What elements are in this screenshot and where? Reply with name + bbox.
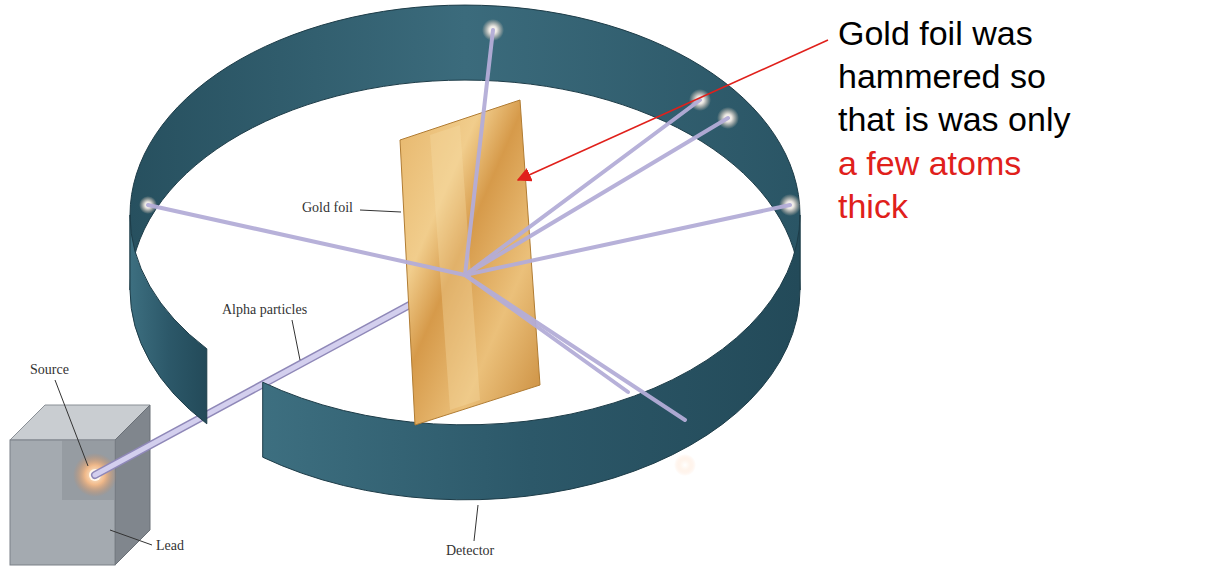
lead-block: [10, 405, 150, 565]
part-label: Lead: [154, 538, 186, 554]
scattered-beams: [148, 30, 790, 420]
callout-block: Gold foil was hammered so that is was on…: [838, 12, 1100, 228]
scintillation-spot-front: [674, 454, 696, 476]
callout-highlight: a few atoms thick: [838, 142, 1100, 228]
leader-lines: [55, 210, 478, 545]
callout-text: Gold foil was hammered so that is was on…: [838, 12, 1100, 142]
part-label: Source: [28, 362, 71, 378]
part-label: Gold foil: [300, 200, 355, 216]
callout-arrow: [518, 40, 828, 180]
part-label: Detector: [444, 543, 496, 559]
part-label: Alpha particles: [220, 302, 309, 318]
detector-band-front-left: [130, 215, 207, 424]
